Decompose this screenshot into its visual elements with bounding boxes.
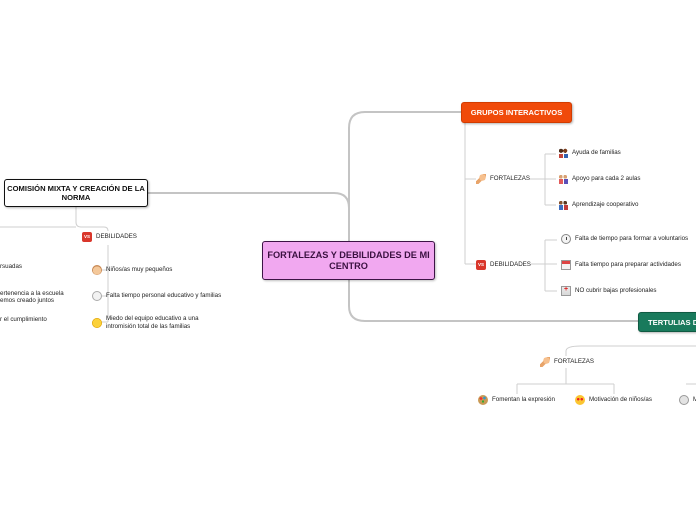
item-partial-1[interactable]: rsuadas [0, 263, 22, 271]
item-label: Aprendizaje cooperativo [572, 201, 639, 209]
item-label: M [693, 396, 696, 404]
vs-icon [82, 232, 92, 242]
item-label: Apoyo para cada 2 aulas [572, 175, 641, 183]
central-topic-label: FORTALEZAS Y DEBILIDADES DE MI CENTRO [267, 249, 430, 271]
vs-icon [476, 260, 486, 270]
subtopic-grupos-fortalezas[interactable]: FORTALEZAS [476, 174, 530, 184]
heart-eyes-icon [575, 395, 585, 405]
item-label: r el cumplimiento [0, 316, 47, 323]
connector-grupos-fortalezas [530, 153, 556, 206]
connector-comision-debilidades [92, 245, 109, 323]
clock-icon [561, 234, 571, 244]
item-aprendizaje-cooperativo[interactable]: Aprendizaje cooperativo [558, 200, 638, 210]
connector-central-comision [148, 192, 350, 241]
item-falta-tiempo-actividades[interactable]: Falta tiempo para preparar actividades [561, 260, 681, 270]
item-label: Niños/as muy pequeños [106, 266, 173, 274]
topic-comision-mixta[interactable]: COMISIÓN MIXTA Y CREACIÓN DE LA NORMA [4, 179, 148, 207]
central-topic[interactable]: FORTALEZAS Y DEBILIDADES DE MI CENTRO [262, 241, 435, 280]
worried-face-icon [92, 318, 102, 328]
item-falta-tiempo-personal[interactable]: Falta tiempo personal educativo y famili… [92, 291, 221, 301]
item-label: ertenencia a la escuela [0, 290, 64, 297]
subtopic-label: DEBILIDADES [490, 261, 531, 269]
flexed-arm-icon [476, 174, 486, 184]
topic-label: GRUPOS INTERACTIVOS [470, 108, 563, 117]
connector-comision-sub [75, 207, 109, 232]
item-label: Motivación de niños/as [589, 396, 652, 404]
topic-label: COMISIÓN MIXTA Y CREACIÓN DE LA NORMA [7, 184, 145, 202]
subtopic-label: FORTALEZAS [554, 358, 594, 366]
item-miedo-intromision[interactable]: Miedo del equipo educativo a una intromi… [92, 315, 210, 330]
topic-grupos-interactivos[interactable]: GRUPOS INTERACTIVOS [461, 102, 572, 123]
item-ayuda-familias[interactable]: Ayuda de familias [558, 148, 621, 158]
hospital-icon [561, 286, 571, 296]
item-partial-m[interactable]: M [679, 395, 696, 405]
item-label: Fomentan la expresión [492, 396, 555, 404]
calendar-icon [561, 260, 571, 270]
item-motivacion-ninos[interactable]: Motivación de niños/as [575, 395, 652, 405]
item-partial-3[interactable]: r el cumplimiento [0, 316, 47, 324]
subtopic-label: DEBILIDADES [96, 233, 137, 241]
topic-tertulias[interactable]: TERTULIAS D [638, 312, 696, 332]
item-label: Falta tiempo personal educativo y famili… [106, 292, 222, 300]
subtopic-grupos-debilidades[interactable]: DEBILIDADES [476, 260, 531, 270]
connector-central-grupos [348, 111, 461, 241]
two-people-icon [558, 200, 568, 210]
connector-grupos-debilidades [531, 239, 557, 292]
item-label: Ayuda de familias [572, 149, 621, 157]
item-label: Falta de tiempo para formar a voluntario… [575, 235, 689, 243]
item-partial-2[interactable]: ertenencia a la escuela [0, 290, 64, 298]
connector-tertulias-fortalezas [516, 368, 696, 394]
item-fomentan-expresion[interactable]: Fomentan la expresión [478, 395, 555, 405]
item-label: Falta tiempo para preparar actividades [575, 261, 681, 269]
item-falta-tiempo-voluntarios[interactable]: Falta de tiempo para formar a voluntario… [561, 234, 688, 244]
item-ninos-pequenos[interactable]: Niños/as muy pequeños [92, 265, 172, 275]
stopwatch-icon [92, 291, 102, 301]
subtopic-comision-debilidades[interactable]: DEBILIDADES [82, 232, 137, 242]
item-label: emos creado juntos [0, 297, 54, 304]
item-apoyo-aulas[interactable]: Apoyo para cada 2 aulas [558, 174, 640, 184]
baby-face-icon [92, 265, 102, 275]
item-label: NO cubrir bajas profesionales [575, 287, 657, 295]
item-label: Miedo del equipo educativo a una intromi… [106, 315, 199, 330]
item-label: rsuadas [0, 263, 23, 270]
topic-label: TERTULIAS D [648, 317, 696, 327]
palette-icon [478, 395, 488, 405]
connector-tertulias-sub [565, 345, 696, 356]
subtopic-label: FORTALEZAS [490, 175, 530, 183]
subtopic-tertulias-fortalezas[interactable]: FORTALEZAS [540, 357, 594, 367]
flexed-arm-icon [540, 357, 550, 367]
face-icon [679, 395, 689, 405]
people-pair-icon [558, 174, 568, 184]
item-partial-2b: emos creado juntos [0, 297, 54, 305]
item-no-cubrir-bajas[interactable]: NO cubrir bajas profesionales [561, 286, 657, 296]
family-icon [558, 148, 568, 158]
connector-central-tertulias [348, 280, 638, 322]
